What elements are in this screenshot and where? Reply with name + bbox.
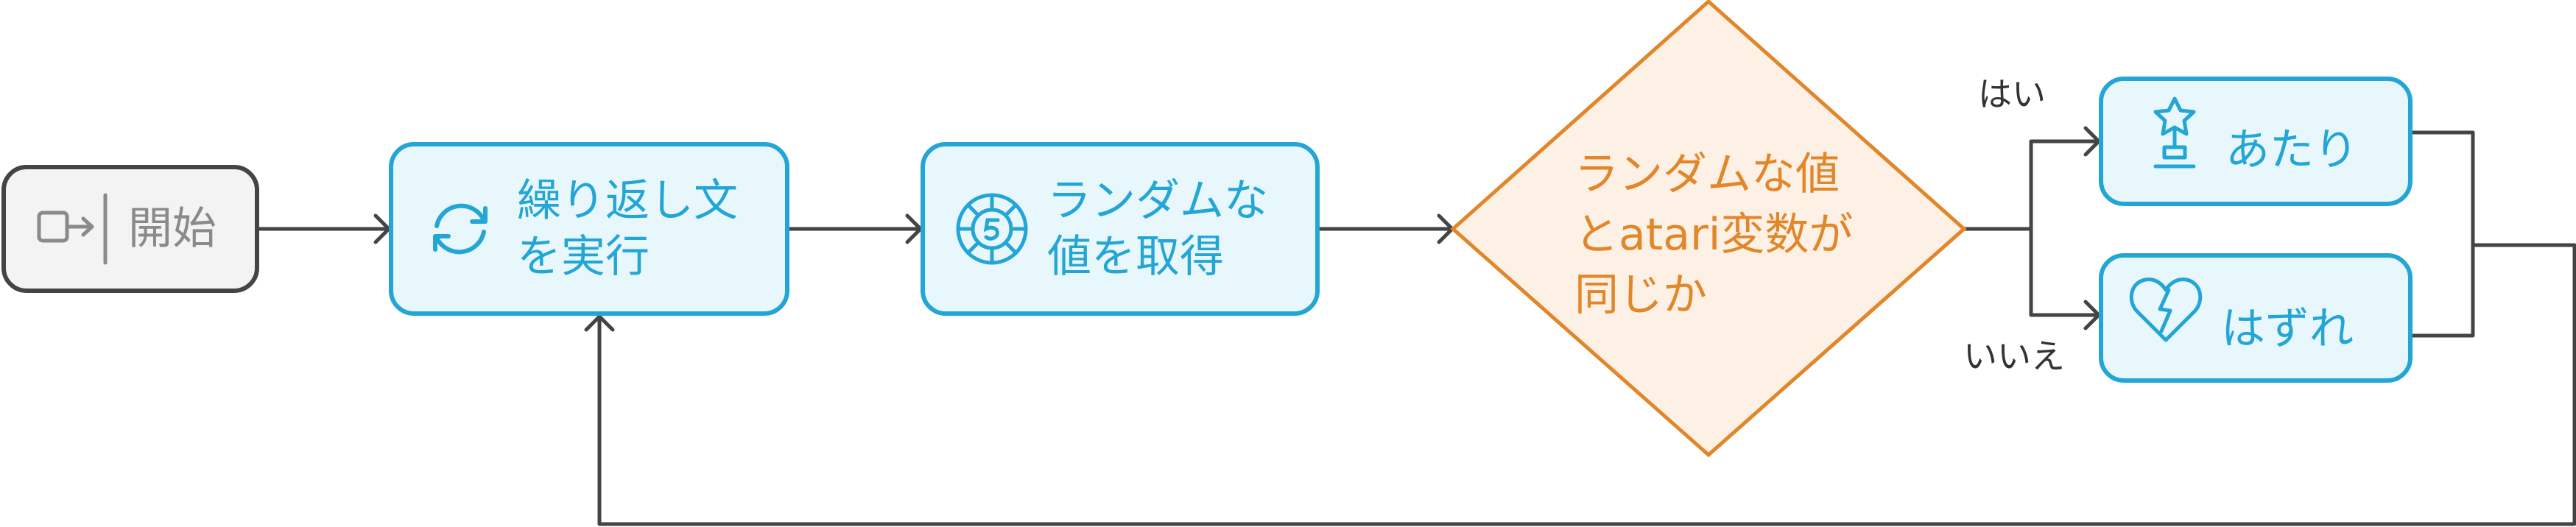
edge-loop-back	[597, 243, 2576, 526]
broken-heart-icon	[2125, 274, 2206, 344]
decision-diamond	[1450, 0, 1967, 458]
edge-win-merge	[2409, 130, 2475, 338]
edge-yes-branch	[2029, 139, 2101, 231]
exit-arrow-icon	[32, 191, 113, 267]
yes-edge-label: はい	[1978, 74, 2046, 114]
refresh-cycle-icon	[420, 192, 501, 266]
start-node[interactable]: 開始	[1, 165, 259, 293]
loop-node[interactable]: 繰り返し文 を実行	[389, 142, 789, 316]
casino-chip-icon	[951, 191, 1032, 267]
start-label: 開始	[128, 203, 217, 255]
random-value-label: ランダムな 値を取得	[1047, 175, 1268, 283]
win-node[interactable]: あたり	[2099, 77, 2413, 206]
lose-node[interactable]: はずれ	[2099, 253, 2413, 383]
loop-label: 繰り返し文 を実行	[517, 175, 738, 283]
lose-label: はずれ	[2221, 303, 2354, 355]
arrowhead-loop-back	[584, 314, 615, 332]
random-value-node[interactable]: ランダムな 値を取得	[921, 142, 1320, 316]
no-edge-label: いいえ	[1963, 336, 2065, 376]
trophy-star-icon	[2140, 94, 2208, 171]
win-label: あたり	[2225, 124, 2358, 176]
edge-no-branch	[2029, 227, 2101, 317]
decision-label: ランダムな値 とatari変数が 同じか	[1574, 149, 1854, 321]
